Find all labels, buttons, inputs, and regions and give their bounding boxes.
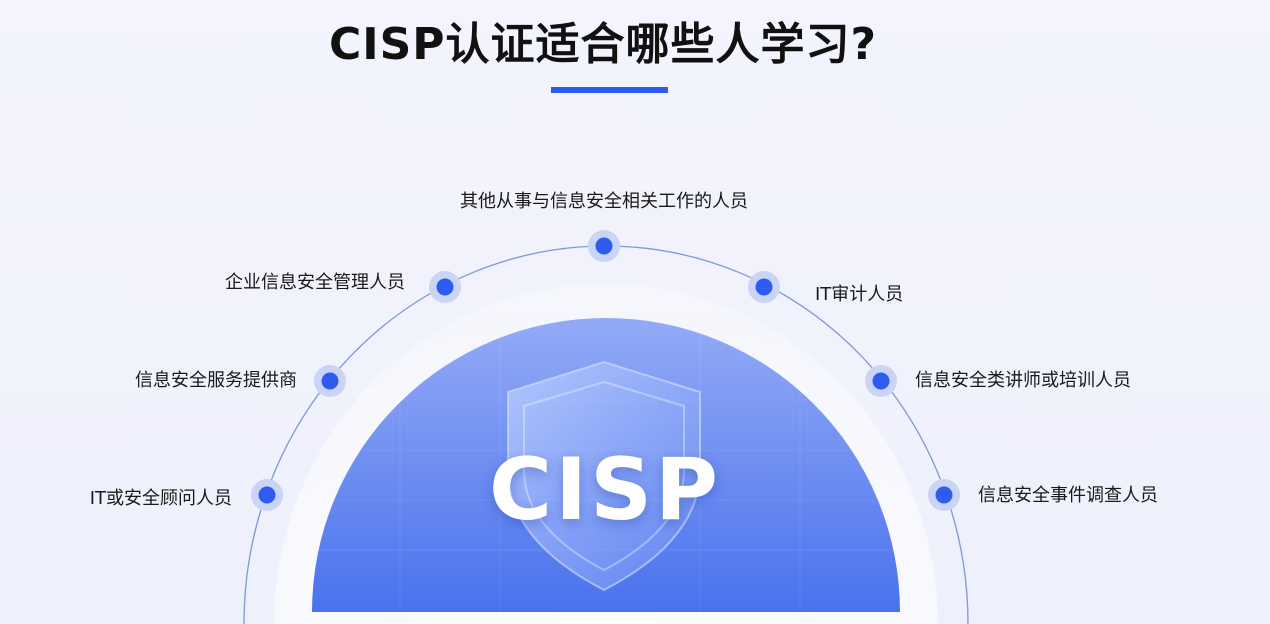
node-top bbox=[588, 230, 620, 262]
page-title: CISP认证适合哪些人学习? bbox=[328, 19, 878, 70]
node-lower-right bbox=[928, 479, 960, 511]
shield-icon bbox=[312, 318, 900, 612]
audience-label-upper-right: IT审计人员 bbox=[815, 284, 904, 305]
node-mid-left bbox=[314, 365, 346, 397]
audience-label-mid-left: 信息安全服务提供商 bbox=[135, 370, 297, 391]
node-upper-left bbox=[429, 271, 461, 303]
node-lower-left bbox=[251, 479, 283, 511]
cisp-center-label: CISP bbox=[488, 440, 722, 540]
audience-label-upper-left: 企业信息安全管理人员 bbox=[225, 272, 405, 293]
node-upper-right bbox=[748, 271, 780, 303]
title-underline bbox=[551, 87, 668, 93]
node-mid-right bbox=[865, 365, 897, 397]
audience-label-lower-left: IT或安全顾问人员 bbox=[89, 488, 232, 509]
audience-label-top: 其他从事与信息安全相关工作的人员 bbox=[460, 191, 748, 212]
audience-label-lower-right: 信息安全事件调查人员 bbox=[978, 485, 1158, 506]
audience-label-mid-right: 信息安全类讲师或培训人员 bbox=[915, 370, 1131, 391]
